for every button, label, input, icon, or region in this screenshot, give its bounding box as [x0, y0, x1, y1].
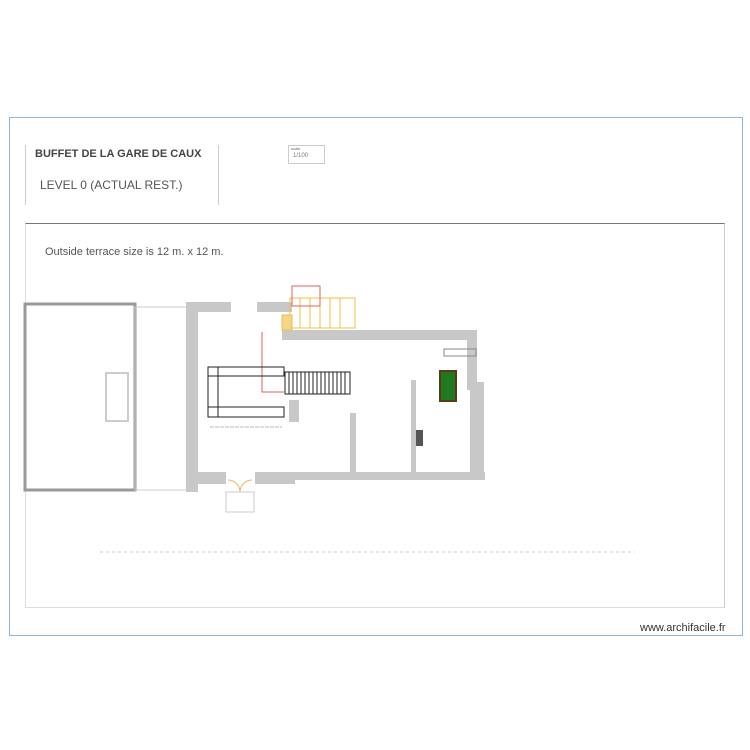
terrace	[23, 302, 194, 492]
scale-box	[288, 145, 325, 164]
bar-counter	[207, 366, 285, 428]
red-partitions	[261, 285, 321, 393]
watermark-credit[interactable]: www.archifacile.fr	[640, 622, 726, 634]
doors	[225, 479, 255, 513]
exterior-stairs	[281, 297, 356, 331]
bench	[443, 348, 477, 357]
billiard-table	[439, 370, 457, 402]
scale-value: 1/100	[293, 153, 309, 159]
level-label: LEVEL 0 (ACTUAL REST.)	[40, 178, 183, 192]
project-title: BUFFET DE LA GARE DE CAUX	[35, 148, 202, 160]
fireplace	[416, 430, 423, 446]
staircase	[284, 371, 351, 395]
walls	[186, 302, 485, 492]
drawing-sheet	[9, 117, 743, 636]
scale-caption: scale	[291, 146, 301, 151]
title-block	[25, 145, 219, 205]
terrace-note: Outside terrace size is 12 m. x 12 m.	[45, 246, 224, 258]
